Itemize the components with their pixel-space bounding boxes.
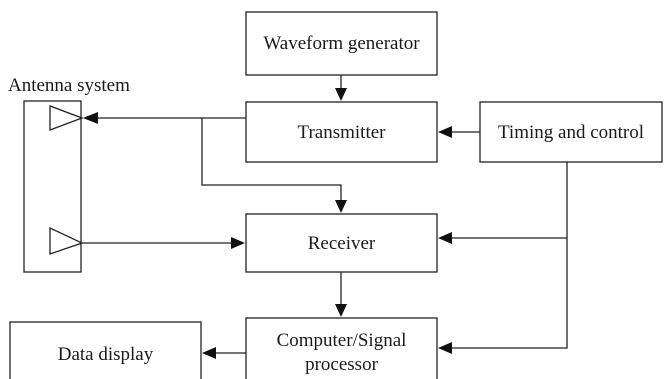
timing-to-processor-line [450, 162, 568, 349]
processor-to-display-arrowhead [202, 347, 216, 359]
signal-processor-label-line2: processor [305, 354, 378, 375]
data-display-label: Data display [58, 344, 154, 365]
antenna-system-label: Antenna system [8, 75, 130, 96]
transmitter-to-antenna-arrowhead [83, 112, 98, 124]
data-display-block: Data display [9, 321, 202, 379]
receive-antenna-icon [49, 226, 84, 255]
timing-to-transmitter-arrowhead [438, 126, 452, 138]
receiver-to-processor-arrowhead [335, 304, 347, 317]
waveform-generator-label: Waveform generator [263, 33, 420, 54]
signal-processor-block: Computer/Signal processor [245, 317, 438, 379]
transmitter-label: Transmitter [298, 122, 387, 143]
connections [82, 75, 568, 359]
receiver-label: Receiver [308, 233, 376, 254]
antenna-to-receiver-arrowhead [231, 237, 245, 249]
timing-control-label: Timing and control [498, 122, 644, 143]
transmitter-to-receiver-arrowhead [335, 200, 347, 213]
timing-control-block: Timing and control [479, 101, 663, 163]
timing-to-receiver-arrowhead [438, 232, 452, 244]
waveform-generator-block: Waveform generator [245, 11, 438, 76]
receiver-block: Receiver [245, 213, 438, 273]
signal-processor-label-line1: Computer/Signal [277, 330, 407, 351]
waveform-to-transmitter-arrowhead [335, 88, 347, 101]
transmit-antenna-icon [49, 105, 84, 131]
timing-to-processor-arrowhead [438, 342, 452, 354]
transmitter-block: Transmitter [245, 101, 438, 163]
transmitter-to-receiver-line [201, 118, 342, 202]
